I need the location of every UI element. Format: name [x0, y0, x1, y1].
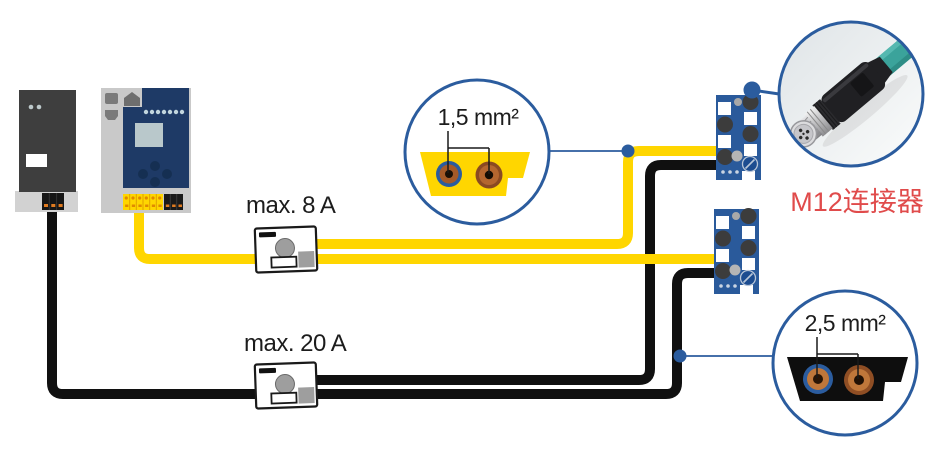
fuse-breaker-icon-20a	[253, 361, 319, 410]
cross-section-small-label: 1,5 mm²	[438, 104, 520, 130]
black-cable-runs	[47, 160, 716, 399]
pointer-bracket	[816, 337, 859, 379]
leader-dot-large	[673, 349, 687, 363]
psu-body	[19, 90, 76, 192]
ethernet-port-icon	[124, 92, 140, 106]
wire-core-blue	[436, 161, 462, 187]
controller-port-icon	[105, 110, 118, 120]
psu-led-icon	[36, 104, 42, 110]
wire-core-blue	[803, 364, 833, 394]
m12-distribution-block-icon-top	[715, 93, 762, 184]
fuse-breaker-icon-8a	[253, 225, 319, 274]
cross-section-large-label: 2,5 mm²	[805, 310, 887, 336]
black-cable-main	[47, 205, 714, 399]
plc-controller-icon	[101, 88, 191, 213]
m12-distribution-block-icon-bottom	[713, 207, 760, 298]
m12-pins	[798, 128, 810, 140]
controller-black-terminals	[164, 194, 183, 210]
yellow-cable-main	[134, 205, 714, 264]
wire-core-brown	[844, 365, 874, 395]
cross-section-callout-small: 1,5 mm²	[403, 78, 551, 226]
controller-display	[135, 123, 163, 147]
leader-dot-m12	[743, 81, 761, 99]
controller-port-icon	[105, 93, 118, 104]
cross-section-callout-large: 2,5 mm²	[771, 289, 919, 437]
psu-led-icon	[28, 104, 34, 110]
yellow-cable-runs	[134, 146, 716, 264]
controller-led-row	[143, 109, 185, 115]
m12-callout-label: M12连接器	[790, 187, 924, 217]
yellow-cable-branch-upper	[300, 146, 716, 249]
m12-callout-ring	[777, 20, 925, 168]
knurl-ring	[812, 99, 841, 131]
fuse-top-label: max. 8 A	[246, 192, 336, 219]
wire-core-brown	[475, 161, 503, 189]
power-supply-unit-icon	[15, 90, 78, 212]
m12-connector-photo: M12连接器	[777, 20, 925, 217]
fuse-bottom-label: max. 20 A	[244, 330, 347, 357]
leader-dot-small	[621, 144, 635, 158]
pointer-bracket	[447, 131, 490, 174]
controller-yellow-terminals	[123, 194, 163, 210]
psu-terminal-block	[42, 193, 64, 210]
controller-keypad	[138, 161, 172, 187]
psu-label	[26, 154, 47, 167]
m12-connector-render	[789, 27, 923, 148]
black-cable-branch-upper	[300, 160, 716, 385]
